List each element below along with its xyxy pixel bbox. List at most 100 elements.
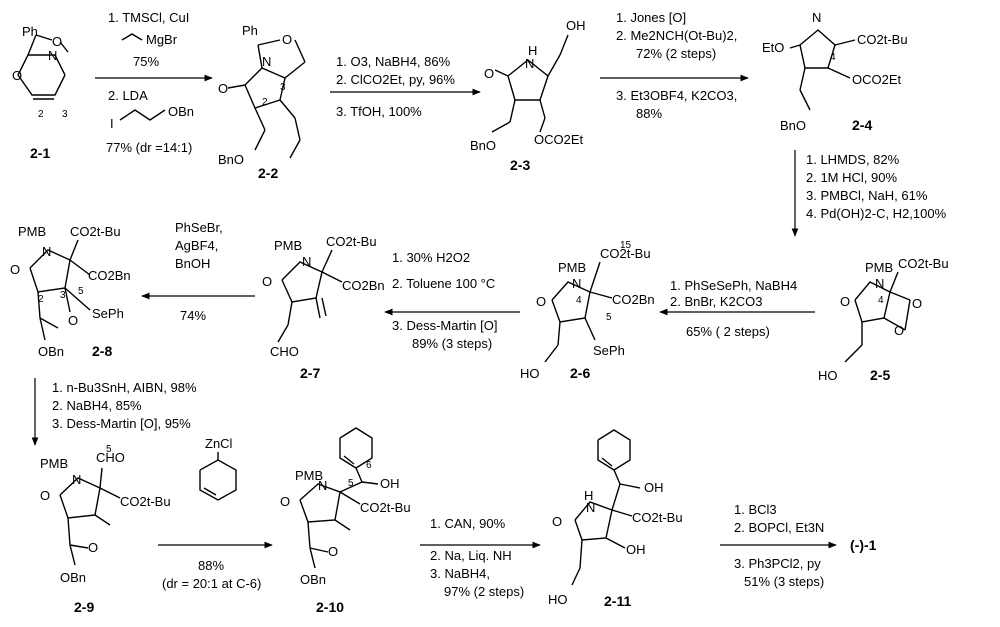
n-atom: N [318, 478, 327, 493]
o-atom: O [88, 540, 98, 555]
o-atom: O [280, 494, 290, 509]
conditions-step-8: 1. n-Bu3SnH, AIBN, 98% 2. NaBH4, 85% 3. … [52, 380, 197, 431]
n-atom: N [42, 244, 51, 259]
conditions-step-9: ZnCl 88% (dr = 20:1 at C-6) [162, 436, 261, 591]
position-6: 6 [366, 460, 372, 471]
svg-text:3. PMBCl, NaH, 61%: 3. PMBCl, NaH, 61% [806, 188, 928, 203]
pmb-group: PMB [558, 260, 586, 275]
svg-text:88%: 88% [636, 106, 662, 121]
svg-text:51% (3 steps): 51% (3 steps) [744, 574, 824, 589]
position-5: 5 [78, 286, 84, 297]
svg-text:75%: 75% [133, 54, 159, 69]
ph-atom: Ph [242, 23, 258, 38]
co2bn-group: CO2Bn [88, 268, 131, 283]
cho-group: CHO [270, 344, 299, 359]
position-2: 2 [38, 109, 44, 120]
o-atom: O [552, 514, 562, 529]
svg-text:AgBF4,: AgBF4, [175, 238, 218, 253]
ho-group: HO [818, 368, 838, 383]
position-4: 4 [830, 52, 836, 63]
o-atom: O [68, 313, 78, 328]
conditions-step-11: 1. BCl3 2. BOPCl, Et3N 3. Ph3PCl2, py 51… [734, 502, 824, 589]
svg-text:97% (2 steps): 97% (2 steps) [444, 584, 524, 599]
svg-text:MgBr: MgBr [146, 32, 178, 47]
compound-label-2-2: 2-2 [258, 165, 278, 181]
o-atom: O [40, 488, 50, 503]
svg-text:1. PhSeSePh, NaBH4: 1. PhSeSePh, NaBH4 [670, 278, 797, 293]
o-atom: O [12, 68, 22, 83]
conditions-step-10: 1. CAN, 90% 2. Na, Liq. NH 3. NaBH4, 97%… [430, 516, 524, 599]
cho-group: CHO [96, 450, 125, 465]
compound-label-2-8: 2-8 [92, 343, 112, 359]
position-2: 2 [262, 97, 268, 108]
position-3: 3 [280, 82, 286, 93]
svg-text:3. Ph3PCl2, py: 3. Ph3PCl2, py [734, 556, 821, 571]
ho-group: HO [520, 366, 540, 381]
bno-group: BnO [470, 138, 496, 153]
position-3: 3 [62, 109, 68, 120]
position-3: 3 [60, 290, 66, 301]
compound-label-2-9: 2-9 [74, 599, 94, 615]
svg-text:65% ( 2 steps): 65% ( 2 steps) [686, 324, 770, 339]
compound-label-2-5: 2-5 [870, 367, 890, 383]
compound-label-2-10: 2-10 [316, 599, 344, 615]
svg-text:3. Dess-Martin [O]: 3. Dess-Martin [O] [392, 318, 497, 333]
compound-2-8: PMB N CO2t-Bu CO2Bn O O SePh OBn 2 3 5 2… [10, 224, 131, 359]
co2tbu-group: CO2t-Bu [600, 246, 651, 261]
compound-2-2: Ph O O N BnO 2 3 2-2 [218, 23, 306, 181]
conditions-step-2: 1. O3, NaBH4, 86% 2. ClCO2Et, py, 96% 3.… [336, 54, 455, 119]
co2tbu-group: CO2t-Bu [857, 32, 908, 47]
svg-text:3. TfOH, 100%: 3. TfOH, 100% [336, 104, 422, 119]
co2bn-group: CO2Bn [342, 278, 385, 293]
co2tbu-group: CO2t-Bu [120, 494, 171, 509]
pmb-group: PMB [865, 260, 893, 275]
bno-group: BnO [218, 152, 244, 167]
bno-group: BnO [780, 118, 806, 133]
o-atom: O [894, 323, 904, 338]
svg-text:2. NaBH4, 85%: 2. NaBH4, 85% [52, 398, 142, 413]
obn-group: OBn [300, 572, 326, 587]
svg-text:3. Et3OBF4, K2CO3,: 3. Et3OBF4, K2CO3, [616, 88, 737, 103]
n-atom: N [262, 54, 271, 69]
svg-text:1. n-Bu3SnH, AIBN, 98%: 1. n-Bu3SnH, AIBN, 98% [52, 380, 197, 395]
o-atom: O [218, 81, 228, 96]
svg-text:1. Jones [O]: 1. Jones [O] [616, 10, 686, 25]
compound-2-4: N EtO CO2t-Bu OCO2Et BnO 4 2-4 [762, 10, 908, 133]
co2tbu-group: CO2t-Bu [360, 500, 411, 515]
oco2et-group: OCO2Et [852, 72, 902, 87]
conditions-step-4: 1. LHMDS, 82% 2. 1M HCl, 90% 3. PMBCl, N… [806, 152, 947, 221]
ho-group: HO [548, 592, 568, 607]
ph-atom: Ph [22, 24, 38, 39]
compound-2-7: PMB N CO2t-Bu CO2Bn O CHO 2-7 [262, 234, 385, 381]
svg-text:2. BOPCl, Et3N: 2. BOPCl, Et3N [734, 520, 824, 535]
position-5: 5 [106, 444, 112, 455]
svg-text:2. Me2NCH(Ot-Bu)2,: 2. Me2NCH(Ot-Bu)2, [616, 28, 737, 43]
co2tbu-group: CO2t-Bu [632, 510, 683, 525]
position-5: 5 [348, 478, 354, 489]
svg-text:77% (dr =14:1): 77% (dr =14:1) [106, 140, 192, 155]
n-atom: N [302, 254, 311, 269]
svg-text:2. Na, Liq. NH: 2. Na, Liq. NH [430, 548, 512, 563]
n-atom: N [72, 472, 81, 487]
pmb-group: PMB [40, 456, 68, 471]
o-atom: O [328, 544, 338, 559]
seph-group: SePh [92, 306, 124, 321]
n-atom: N [812, 10, 821, 25]
svg-text:1. TMSCl, CuI: 1. TMSCl, CuI [108, 10, 189, 25]
svg-text:1. LHMDS, 82%: 1. LHMDS, 82% [806, 152, 900, 167]
conditions-step-5: 1. PhSeSePh, NaBH4 2. BnBr, K2CO3 65% ( … [670, 278, 797, 339]
svg-text:2. LDA: 2. LDA [108, 88, 148, 103]
svg-text:2. ClCO2Et, py, 96%: 2. ClCO2Et, py, 96% [336, 72, 455, 87]
compound-2-5: PMB N CO2t-Bu O O O HO 4 2-5 [818, 256, 949, 383]
position-5: 5 [606, 312, 612, 323]
o-atom: O [484, 66, 494, 81]
oh-group: OH [566, 18, 586, 33]
svg-text:2. Toluene 100 °C: 2. Toluene 100 °C [392, 276, 495, 291]
compound-label-2-11: 2-11 [604, 593, 631, 609]
n-atom: N [586, 500, 595, 515]
svg-text:1. BCl3: 1. BCl3 [734, 502, 777, 517]
compound-label-2-1: 2-1 [30, 145, 50, 161]
compound-label-2-6: 2-6 [570, 365, 590, 381]
o-atom: O [262, 274, 272, 289]
